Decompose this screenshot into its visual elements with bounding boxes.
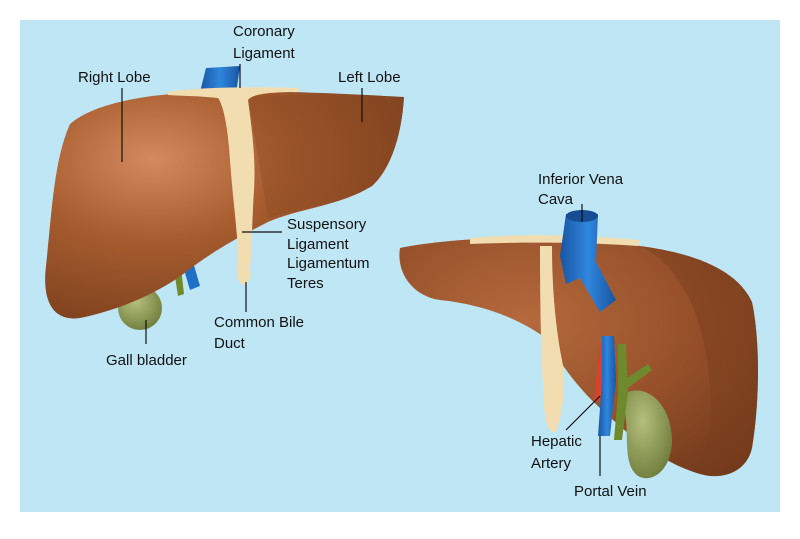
label-hepatic-artery-2: Artery bbox=[531, 455, 572, 472]
liver-front-view bbox=[45, 66, 404, 330]
label-right-lobe: Right Lobe bbox=[78, 69, 151, 86]
label-suspensory-ligament-1: Suspensory bbox=[287, 216, 367, 233]
label-portal-vein: Portal Vein bbox=[574, 483, 647, 500]
leader-lines bbox=[121, 64, 601, 476]
back-portal-vein bbox=[598, 336, 616, 436]
back-liver-body bbox=[399, 237, 758, 477]
label-left-lobe: Left Lobe bbox=[338, 69, 401, 86]
back-right-lobe-ridge bbox=[640, 246, 758, 477]
label-hepatic-artery-1: Hepatic bbox=[531, 433, 582, 450]
back-coronary-band bbox=[470, 235, 640, 246]
liver-back-view bbox=[399, 210, 758, 479]
label-common-bile-duct-2: Duct bbox=[214, 335, 246, 352]
back-ivc bbox=[560, 214, 616, 312]
back-gall-bladder bbox=[623, 390, 672, 479]
label-coronary-ligament-2: Ligament bbox=[233, 45, 296, 62]
labels: Coronary Ligament Right Lobe Left Lobe S… bbox=[78, 23, 647, 500]
front-ligament bbox=[168, 87, 300, 285]
back-ligament bbox=[540, 246, 565, 433]
label-gall-bladder: Gall bladder bbox=[106, 352, 187, 369]
label-suspensory-ligament-2: Ligament bbox=[287, 236, 350, 253]
back-bile-duct bbox=[614, 344, 628, 440]
front-left-lobe-shade bbox=[248, 95, 404, 218]
label-ligamentum-teres-2: Teres bbox=[287, 275, 324, 292]
label-common-bile-duct-1: Common Bile bbox=[214, 314, 304, 331]
leader-hepatic-artery bbox=[565, 395, 601, 431]
label-ligamentum-teres-1: Ligamentum bbox=[287, 255, 370, 272]
front-ivc bbox=[200, 66, 240, 94]
front-liver-body bbox=[45, 91, 404, 319]
label-inferior-vena-cava-1: Inferior Vena bbox=[538, 171, 624, 188]
label-coronary-ligament-1: Coronary bbox=[233, 23, 295, 40]
back-cystic-duct bbox=[624, 364, 652, 388]
label-inferior-vena-cava-2: Cava bbox=[538, 191, 574, 208]
